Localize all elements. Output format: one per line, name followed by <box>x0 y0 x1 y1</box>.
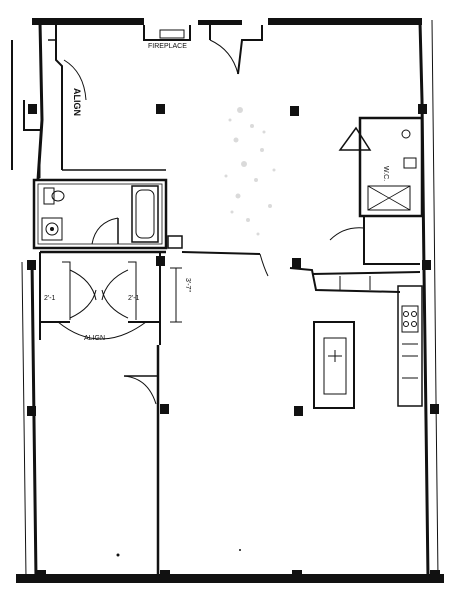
kitchen-counter <box>397 285 423 407</box>
align-top-label: ALIGN <box>72 88 82 116</box>
dim-vertical-label: 3'-7" <box>184 278 191 292</box>
walk-in-closet: W.C. <box>329 116 424 265</box>
dim-right-label: 2'-1 <box>128 295 140 302</box>
fireplace-label: FIREPLACE <box>148 43 187 50</box>
bedroom-partition <box>123 345 160 578</box>
bathtub-icon <box>131 185 159 243</box>
toilet-icon <box>43 187 65 205</box>
bottom-marks <box>116 549 241 557</box>
fireplace: FIREPLACE <box>143 25 191 50</box>
walkin-closet-label: W.C. <box>382 166 389 181</box>
closets: 2'-1 2'-1 ALIGN 3'-7" <box>39 250 191 345</box>
dim-left-label: 2'-1 <box>44 295 56 302</box>
sink-icon <box>41 217 63 241</box>
hallway-divider <box>181 251 421 293</box>
bathroom <box>32 178 183 250</box>
vestibule <box>39 25 166 178</box>
top-door <box>209 25 263 75</box>
paper-texture <box>224 107 276 236</box>
kitchen-island <box>313 321 355 409</box>
align-bottom-label: ALIGN <box>84 335 105 342</box>
